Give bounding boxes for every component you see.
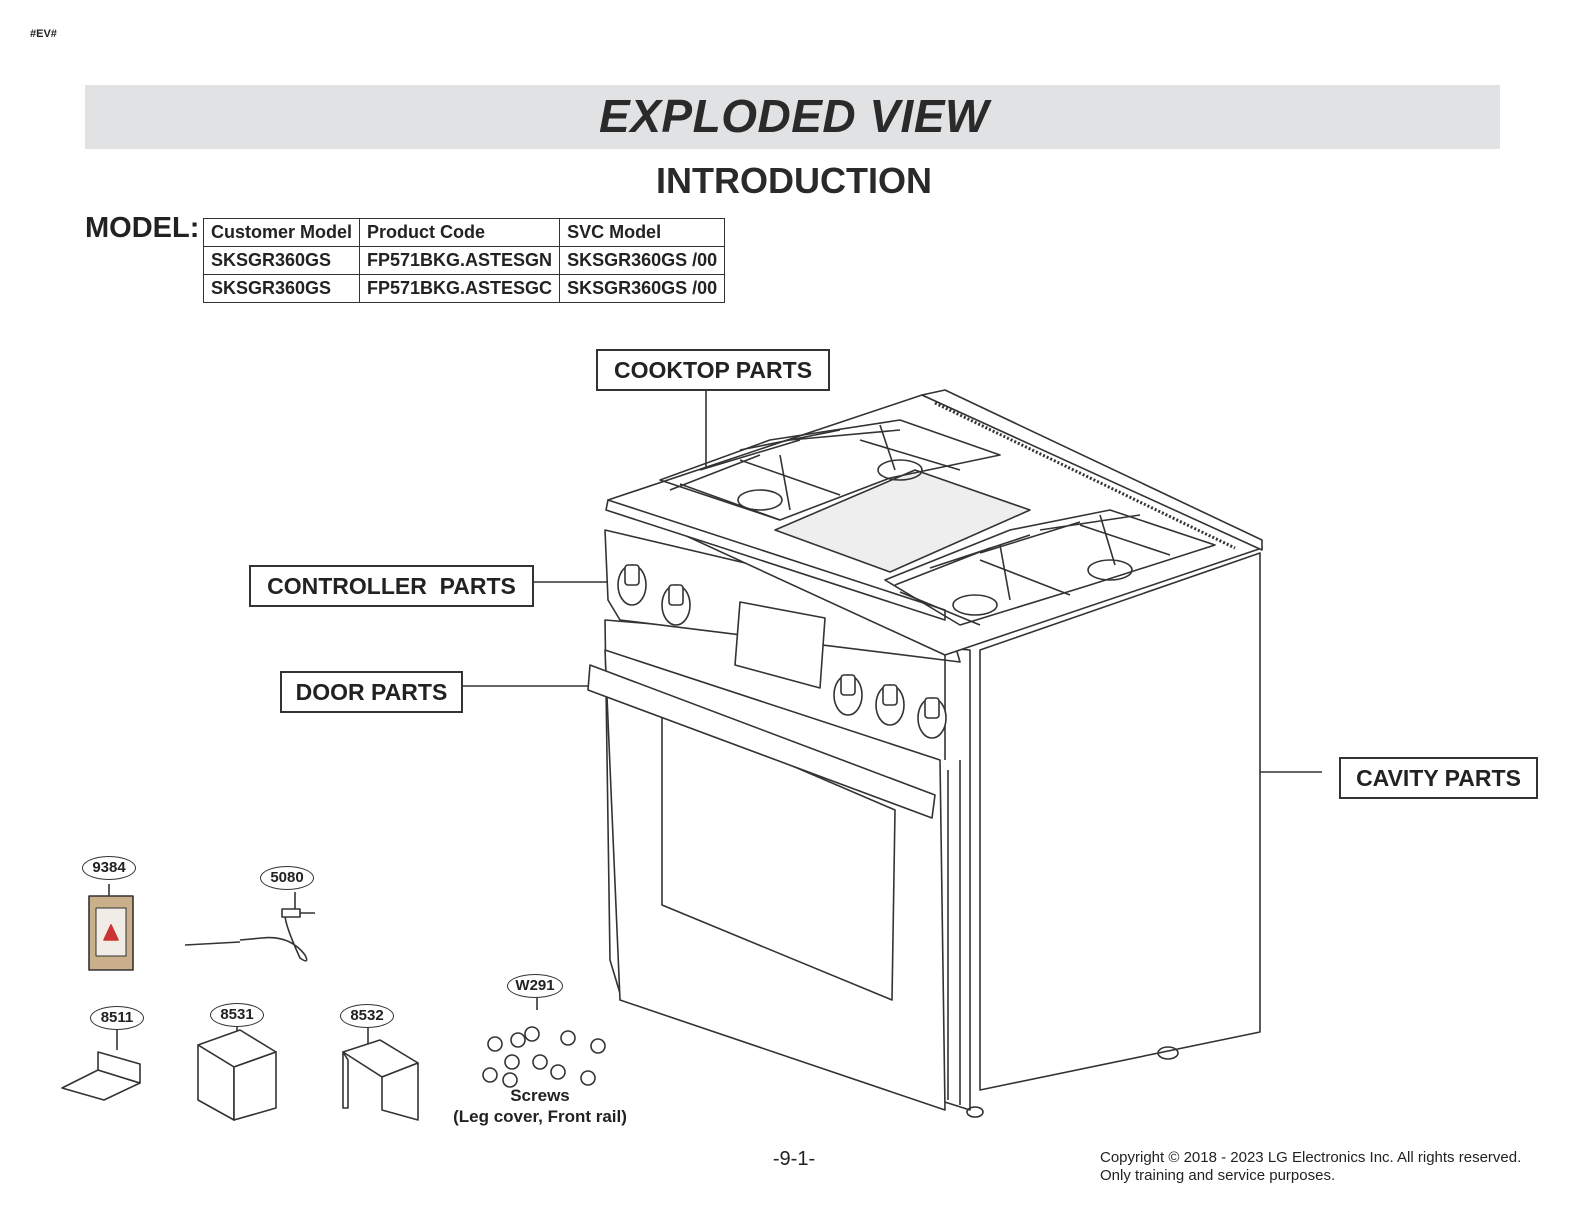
table-cell: SKSGR360GS /00 — [559, 246, 726, 275]
part-label-8532: 8532 — [340, 1004, 394, 1028]
part-label-8531: 8531 — [210, 1003, 264, 1027]
table-cell: SKSGR360GS /00 — [559, 274, 726, 303]
table-cell: FP571BKG.ASTESGC — [359, 274, 561, 303]
part-label-9384: 9384 — [82, 856, 136, 880]
door-window — [661, 709, 896, 1001]
display-panel — [734, 601, 826, 689]
title-banner — [85, 85, 1500, 149]
copyright-line: Only training and service purposes. — [1100, 1167, 1336, 1184]
page-title: EXPLODED VIEW — [599, 90, 989, 142]
document-tag: #EV# — [30, 28, 57, 40]
door-parts-label: DOOR PARTS — [280, 671, 463, 713]
part-label-5080: 5080 — [260, 866, 314, 890]
table-header-row: Customer Model Product Code SVC Model — [202, 218, 726, 247]
copyright-line: Copyright © 2018 - 2023 LG Electronics I… — [1100, 1149, 1522, 1166]
cavity-parts-label: CAVITY PARTS — [1339, 757, 1538, 799]
door-handle — [587, 664, 936, 819]
model-label: MODEL: — [85, 212, 200, 244]
controller-parts-label: CONTROLLER PARTS — [249, 565, 534, 607]
table-row: SKSGR360GS FP571BKG.ASTESGC SKSGR360GS /… — [202, 274, 726, 303]
control-knob — [617, 564, 647, 606]
table-cell: FP571BKG.ASTESGN — [359, 246, 561, 275]
page-number: -9-1- — [772, 1148, 816, 1170]
part-label-w291: W291 — [507, 974, 563, 998]
copyright-notice: Copyright © 2018 - 2023 LG Electronics I… — [1100, 1149, 1521, 1185]
screws-caption-line: (Leg cover, Front rail) — [453, 1107, 627, 1126]
screws-caption-line: Screws — [510, 1086, 570, 1105]
table-cell: SKSGR360GS — [202, 274, 361, 303]
meat-probe-drawing — [184, 892, 315, 962]
control-knob — [875, 684, 905, 726]
control-knob — [833, 674, 863, 716]
cooktop-parts-label: COOKTOP PARTS — [596, 349, 830, 391]
parts-bag-drawing — [88, 884, 134, 971]
cover-8531-drawing — [197, 1024, 277, 1121]
bracket-8511-drawing — [61, 1027, 141, 1101]
screws-drawing — [482, 996, 606, 1088]
table-row: SKSGR360GS FP571BKG.ASTESGN SKSGR360GS /… — [202, 246, 726, 275]
control-knob — [917, 697, 947, 739]
control-knob — [661, 584, 691, 626]
page-subtitle: INTRODUCTION — [656, 160, 932, 201]
screws-caption: Screws (Leg cover, Front rail) — [440, 1085, 640, 1127]
cover-8532-drawing — [342, 1025, 419, 1121]
table-header-cell: Customer Model — [202, 218, 361, 247]
table-header-cell: Product Code — [359, 218, 561, 247]
range-body — [587, 389, 1263, 1118]
model-table: Customer Model Product Code SVC Model SK… — [202, 218, 726, 303]
part-label-8511: 8511 — [90, 1006, 144, 1030]
